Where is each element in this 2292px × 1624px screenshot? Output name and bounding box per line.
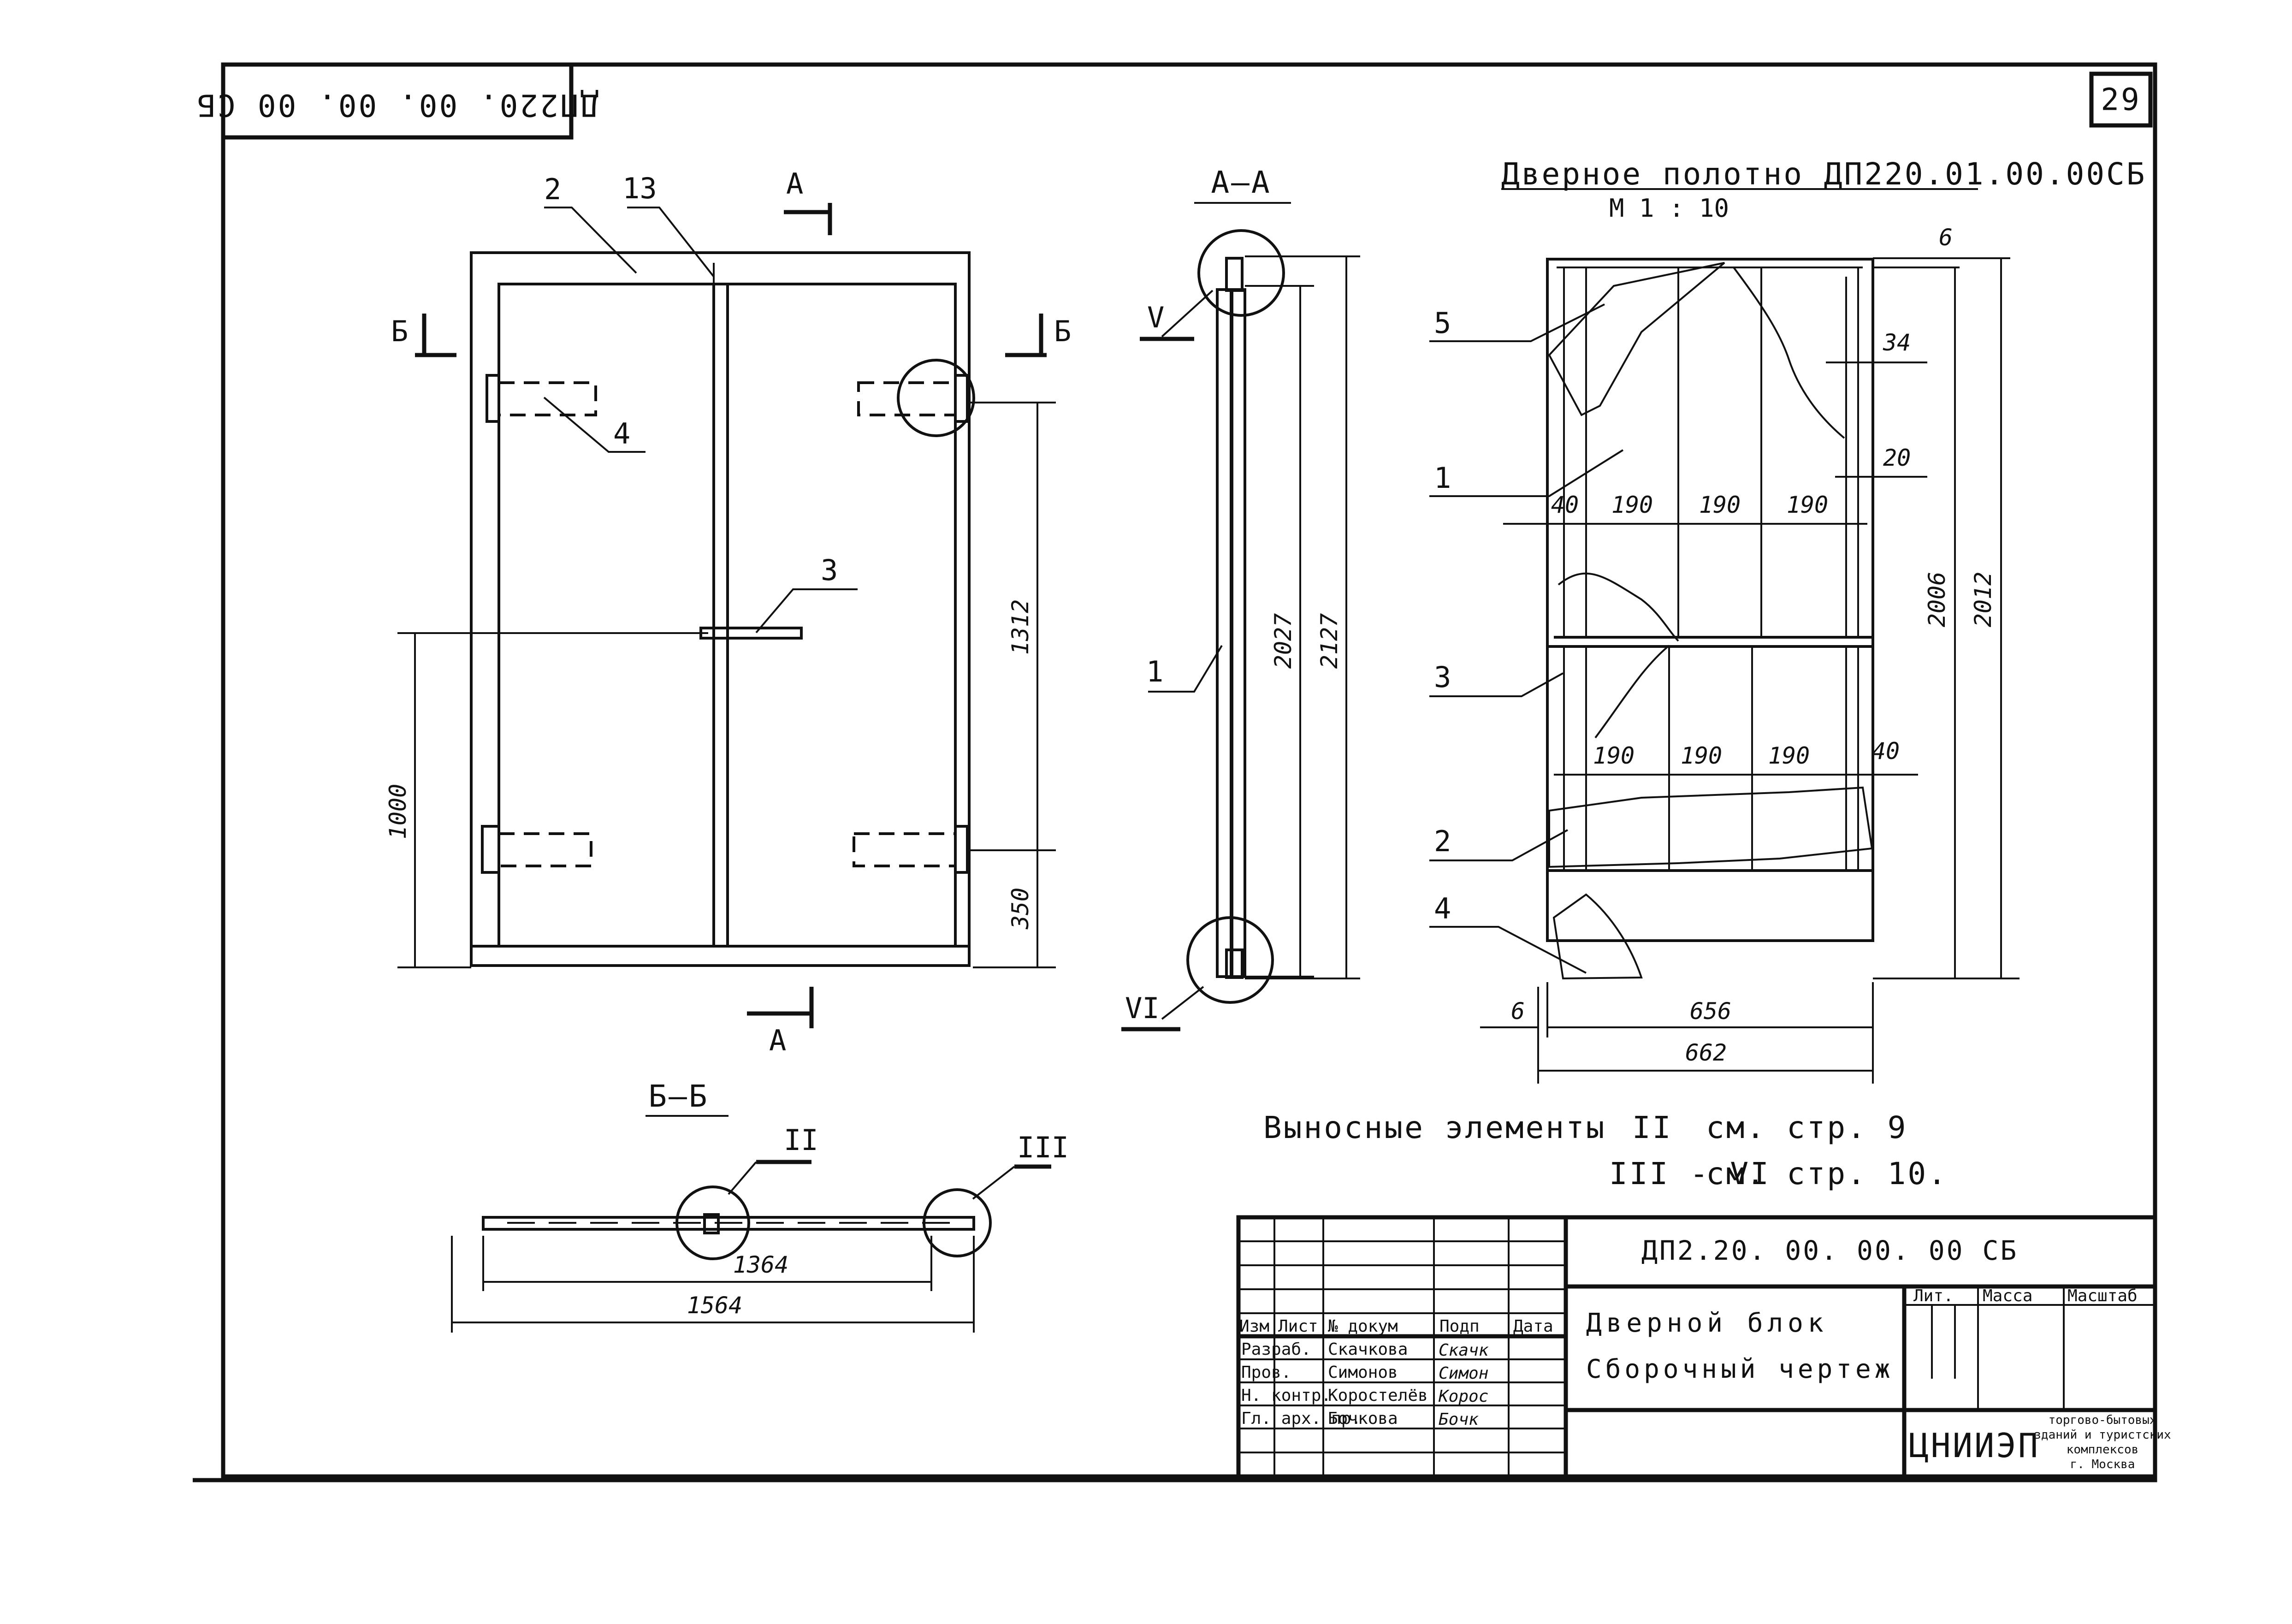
leader-label-3: 3 xyxy=(821,553,838,587)
tb-name-line2: Сборочный чертеж xyxy=(1586,1354,1894,1384)
section-marker-a-bottom: А xyxy=(769,1024,786,1057)
section-aa-title: А—А xyxy=(1211,165,1271,200)
page-number: 29 xyxy=(2101,82,2141,118)
dim-2012: 2012 xyxy=(1970,572,1996,627)
tb-name-glarh: Бочкова xyxy=(1328,1409,1398,1428)
leaf-leader-3: 3 xyxy=(1434,660,1451,694)
tb-sign-prov: Симон xyxy=(1439,1364,1488,1383)
tb-col-date: Дата xyxy=(1513,1317,1553,1336)
detail-circle-v xyxy=(1197,229,1285,317)
leader-label-2: 2 xyxy=(544,172,561,206)
dim-bot-40: 40 xyxy=(1872,738,1900,765)
dim-2127: 2127 xyxy=(1316,613,1343,669)
tb-col-doc: № докум xyxy=(1327,1317,1398,1336)
dim-1312: 1312 xyxy=(1007,599,1034,655)
section-marker-a-top: А xyxy=(786,167,803,201)
tb-scale-header: Масштаб xyxy=(2067,1286,2138,1305)
door-leaf-title: Дверное полотно ДП220.01.00.00СБ xyxy=(1501,156,2147,192)
callout-vi: VI xyxy=(1125,991,1160,1025)
leader-label-13: 13 xyxy=(622,172,657,205)
section-marker-b-left: Б xyxy=(391,314,408,348)
leader-label-4: 4 xyxy=(613,417,630,450)
leaf-leader-1: 1 xyxy=(1434,461,1451,495)
page-number-box: 29 xyxy=(2089,71,2153,128)
org-line-4: г. Москва xyxy=(2070,1458,2135,1471)
tb-sign-glarh: Бочк xyxy=(1439,1410,1479,1429)
detail-circle-iii xyxy=(897,359,975,437)
dim-1564: 1564 xyxy=(687,1292,742,1319)
dim-2027: 2027 xyxy=(1270,613,1297,669)
sheet-code-inverted: ДП220. 00. 00. 00 СБ xyxy=(195,88,599,123)
dim-1364: 1364 xyxy=(733,1251,788,1278)
callout-note: Выносные элементы II см. стр. 9 III - VI… xyxy=(1263,1110,1948,1191)
tb-col-izm: Изм xyxy=(1239,1317,1269,1336)
tb-col-list: Лист xyxy=(1278,1317,1318,1336)
org-line-1: торгово-бытовых xyxy=(2049,1413,2157,1427)
dim-34: 34 xyxy=(1883,329,1911,356)
dim-350: 350 xyxy=(1007,888,1034,930)
leaf-leader-5: 5 xyxy=(1434,306,1451,340)
dim-top-190-b: 190 xyxy=(1699,492,1741,518)
org-line-3: комплексов xyxy=(2067,1443,2139,1457)
section-bb-title: Б—Б xyxy=(648,1079,709,1114)
detail-circle-ii xyxy=(675,1185,750,1260)
tb-name-nkontr: Коростелёв xyxy=(1328,1386,1428,1405)
note-line1-ref: II xyxy=(1632,1110,1672,1145)
title-block: Изм Лист № докум Подп Дата Разраб. Скачк… xyxy=(1236,1215,2171,1482)
tb-col-sign: Подп xyxy=(1439,1317,1480,1336)
section-bb: Б—Б II III 1364 1564 xyxy=(451,1079,1069,1333)
note-line2-ref: III - VI xyxy=(1609,1156,1771,1191)
section-marker-b-right: Б xyxy=(1054,314,1071,348)
dim-top-40: 40 xyxy=(1551,492,1579,518)
dim-6-left: 6 xyxy=(1511,998,1525,1025)
dim-1000: 1000 xyxy=(385,784,411,839)
dim-2006: 2006 xyxy=(1924,572,1950,627)
tb-role-prov: Пров. xyxy=(1241,1363,1291,1382)
tb-name-prov: Симонов xyxy=(1328,1363,1398,1382)
tb-role-razrab: Разраб. xyxy=(1241,1340,1311,1359)
dim-662: 662 xyxy=(1685,1039,1727,1066)
org-logo: ЦНИИЭП xyxy=(1909,1426,2040,1465)
org-line-2: зданий и туристских xyxy=(2034,1428,2171,1442)
detail-circle-vi xyxy=(1186,916,1274,1004)
dim-6-top: 6 xyxy=(1939,224,1953,251)
tb-name-razrab: Скачкова xyxy=(1328,1340,1408,1359)
door-leaf-view: Дверное полотно ДП220.01.00.00СБ М 1 : 1… xyxy=(1429,156,2147,1084)
tb-document-code: ДП2.20. 00. 00. 00 СБ xyxy=(1641,1235,2018,1266)
tb-name-line1: Дверной блок xyxy=(1586,1308,1828,1338)
sheet-frame xyxy=(193,62,2157,1482)
note-line1-page: см. стр. 9 xyxy=(1706,1110,1907,1145)
tb-lit-header: Лит. xyxy=(1913,1286,1954,1305)
front-view: А А Б Б 2 13 4 3 1000 1312 350 xyxy=(385,167,1071,1057)
tb-sign-nkontr: Корос xyxy=(1438,1387,1488,1406)
leader-label-1-aa: 1 xyxy=(1146,655,1163,688)
tb-mass-header: Масса xyxy=(1983,1286,2032,1305)
top-code-box: ДП220. 00. 00. 00 СБ xyxy=(195,62,599,140)
section-aa: А—А V VI 1 2027 2127 xyxy=(1121,165,1360,1031)
tb-sign-razrab: Скачк xyxy=(1439,1341,1489,1360)
dim-bot-190-b: 190 xyxy=(1681,742,1722,769)
dim-bot-190-a: 190 xyxy=(1593,742,1635,769)
dim-656: 656 xyxy=(1690,998,1731,1025)
dim-20: 20 xyxy=(1883,445,1911,471)
door-leaf-scale: М 1 : 10 xyxy=(1609,194,1729,223)
dim-top-190-c: 190 xyxy=(1787,492,1828,518)
detail-circle-iii-bb xyxy=(923,1188,992,1257)
callout-v: V xyxy=(1147,301,1164,334)
note-line1-text: Выносные элементы xyxy=(1263,1110,1606,1145)
dim-bot-190-c: 190 xyxy=(1768,742,1810,769)
leaf-leader-4: 4 xyxy=(1434,892,1451,925)
callout-iii: III xyxy=(1017,1131,1069,1164)
dim-top-190-a: 190 xyxy=(1611,492,1653,518)
tb-role-glarh: Гл. арх. пр. xyxy=(1241,1409,1361,1428)
callout-ii: II xyxy=(784,1123,818,1157)
leaf-leader-2: 2 xyxy=(1434,824,1451,858)
note-line2-page: см. стр. 10. xyxy=(1706,1156,1948,1191)
tb-role-nkontr: Н. контр. xyxy=(1241,1386,1331,1405)
